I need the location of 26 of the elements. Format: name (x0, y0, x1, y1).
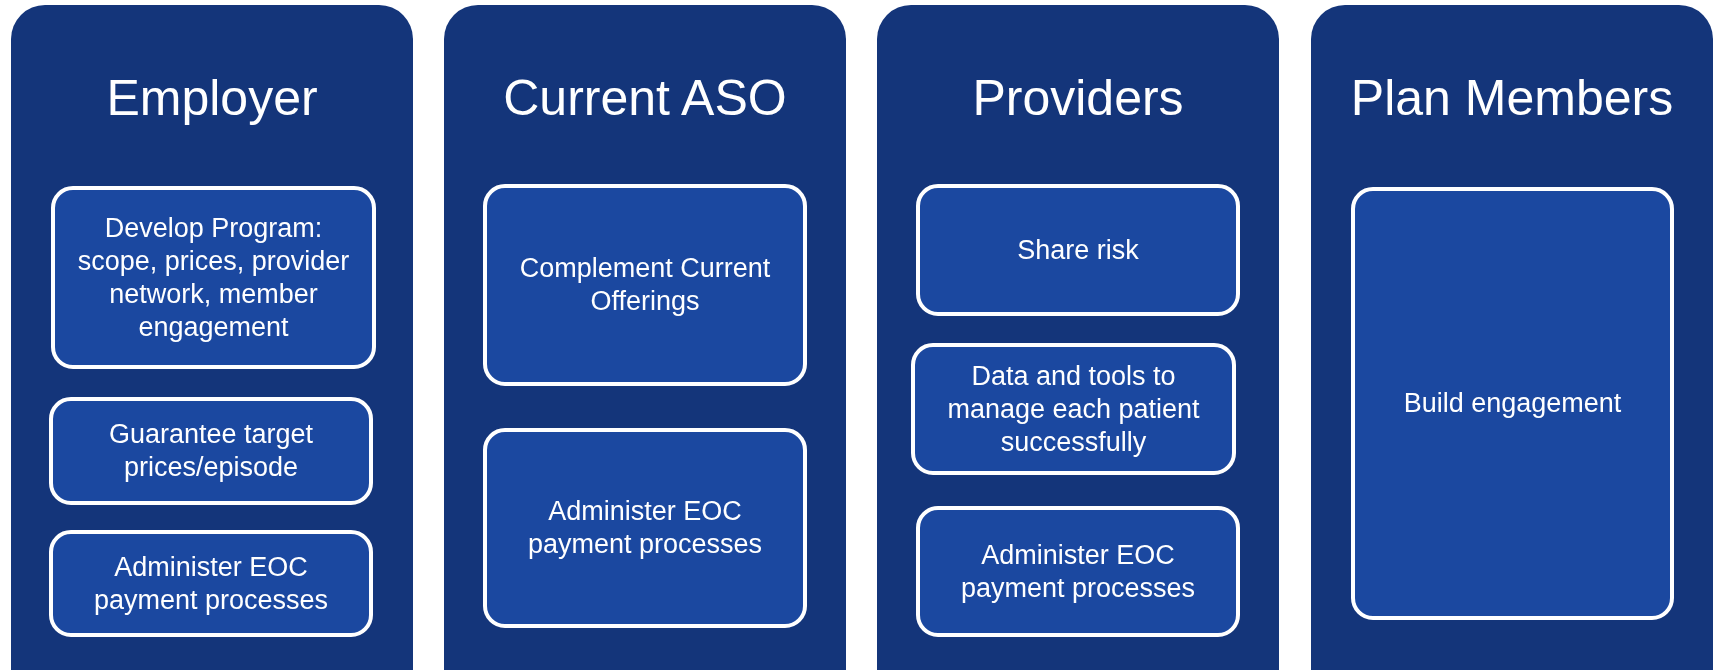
column-title: Plan Members (1349, 73, 1675, 123)
process-box (1351, 187, 1674, 620)
column-panel (11, 5, 413, 670)
box-text: Administer EOC payment processes (959, 538, 1197, 605)
process-box (916, 506, 1240, 637)
process-box (916, 184, 1240, 316)
process-box (51, 186, 376, 369)
box-text: Complement Current Offerings (518, 252, 772, 318)
box-text: Administer EOC payment processes (526, 495, 764, 561)
box-text: Develop Program: scope, prices, provider network, member engagement (76, 211, 351, 344)
column-panel (877, 5, 1279, 670)
box-text: Share risk (1017, 233, 1139, 267)
process-box (483, 184, 807, 386)
column-panel (1311, 5, 1713, 670)
process-box (911, 343, 1236, 475)
column-title: Employer (105, 73, 319, 123)
column-title: Current ASO (502, 73, 788, 123)
box-text: Administer EOC payment processes (92, 550, 330, 617)
box-text: Guarantee target prices/episode (107, 418, 315, 484)
process-box (49, 530, 373, 637)
process-box (483, 428, 807, 628)
process-box (49, 397, 373, 505)
column-panel (444, 5, 846, 670)
box-text: Data and tools to manage each patient successfully (946, 359, 1201, 459)
box-text: Build engagement (1403, 387, 1622, 420)
column-title: Providers (971, 73, 1185, 123)
